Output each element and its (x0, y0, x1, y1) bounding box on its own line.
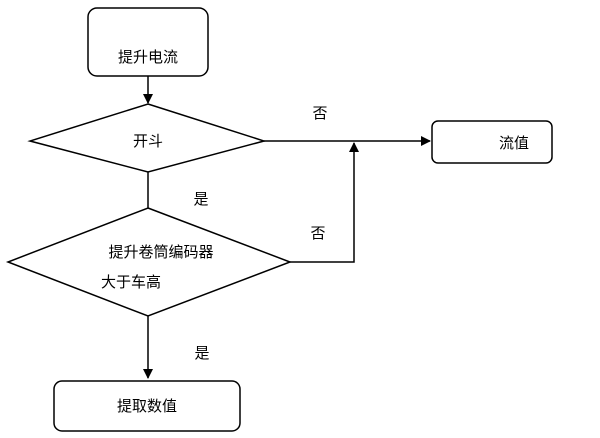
result-yes-node (53, 380, 241, 432)
decision1-yes-label: 是 (193, 190, 208, 208)
arrow-decision2-no (290, 142, 359, 263)
decision1-no-label: 否 (312, 104, 327, 122)
start-node-label: 提升电流 (118, 48, 178, 66)
decision2-label-line2: 大于车高 (101, 273, 161, 291)
result-no-label: 流值 (499, 134, 529, 152)
decision2-yes-label: 是 (194, 344, 209, 362)
result-yes-label: 提取数值 (117, 397, 177, 415)
decision2-label-line1: 提升卷筒编码器 (108, 243, 213, 261)
result-no-node (431, 120, 553, 164)
decision2-node (5, 207, 293, 317)
decision2-no-label: 否 (310, 224, 325, 242)
decision1-label: 开斗 (133, 132, 163, 150)
